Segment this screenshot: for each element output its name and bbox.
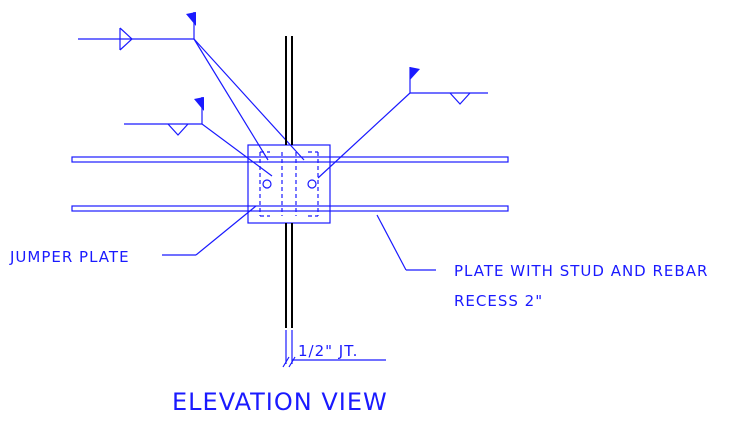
label-plate-with-stud: PLATE WITH STUD AND REBAR <box>454 262 708 280</box>
label-recess: RECESS 2" <box>454 292 543 310</box>
label-jumper-plate: JUMPER PLATE <box>9 248 130 266</box>
joint-dimension <box>282 330 386 368</box>
weld-flag-icon <box>186 12 196 26</box>
label-joint: 1/2" JT. <box>298 342 358 360</box>
jumper-plate-outline <box>247 144 331 224</box>
expansion-joint <box>285 36 293 328</box>
weld-flag-icon <box>194 97 204 111</box>
horizontal-plates <box>71 156 509 212</box>
weld-symbol-top <box>78 12 305 161</box>
leader-jumper-plate <box>162 205 257 256</box>
weld-flag-icon <box>410 67 420 80</box>
stud-circle-left <box>262 179 272 189</box>
weld-symbol-right <box>317 67 488 179</box>
view-title: ELEVATION VIEW <box>172 388 388 416</box>
drawing-lines <box>71 12 509 368</box>
stud-circle-right <box>307 179 317 189</box>
stud-details <box>259 151 319 217</box>
weld-symbol-left <box>124 97 273 177</box>
leader-plate-with-stud <box>376 214 436 271</box>
